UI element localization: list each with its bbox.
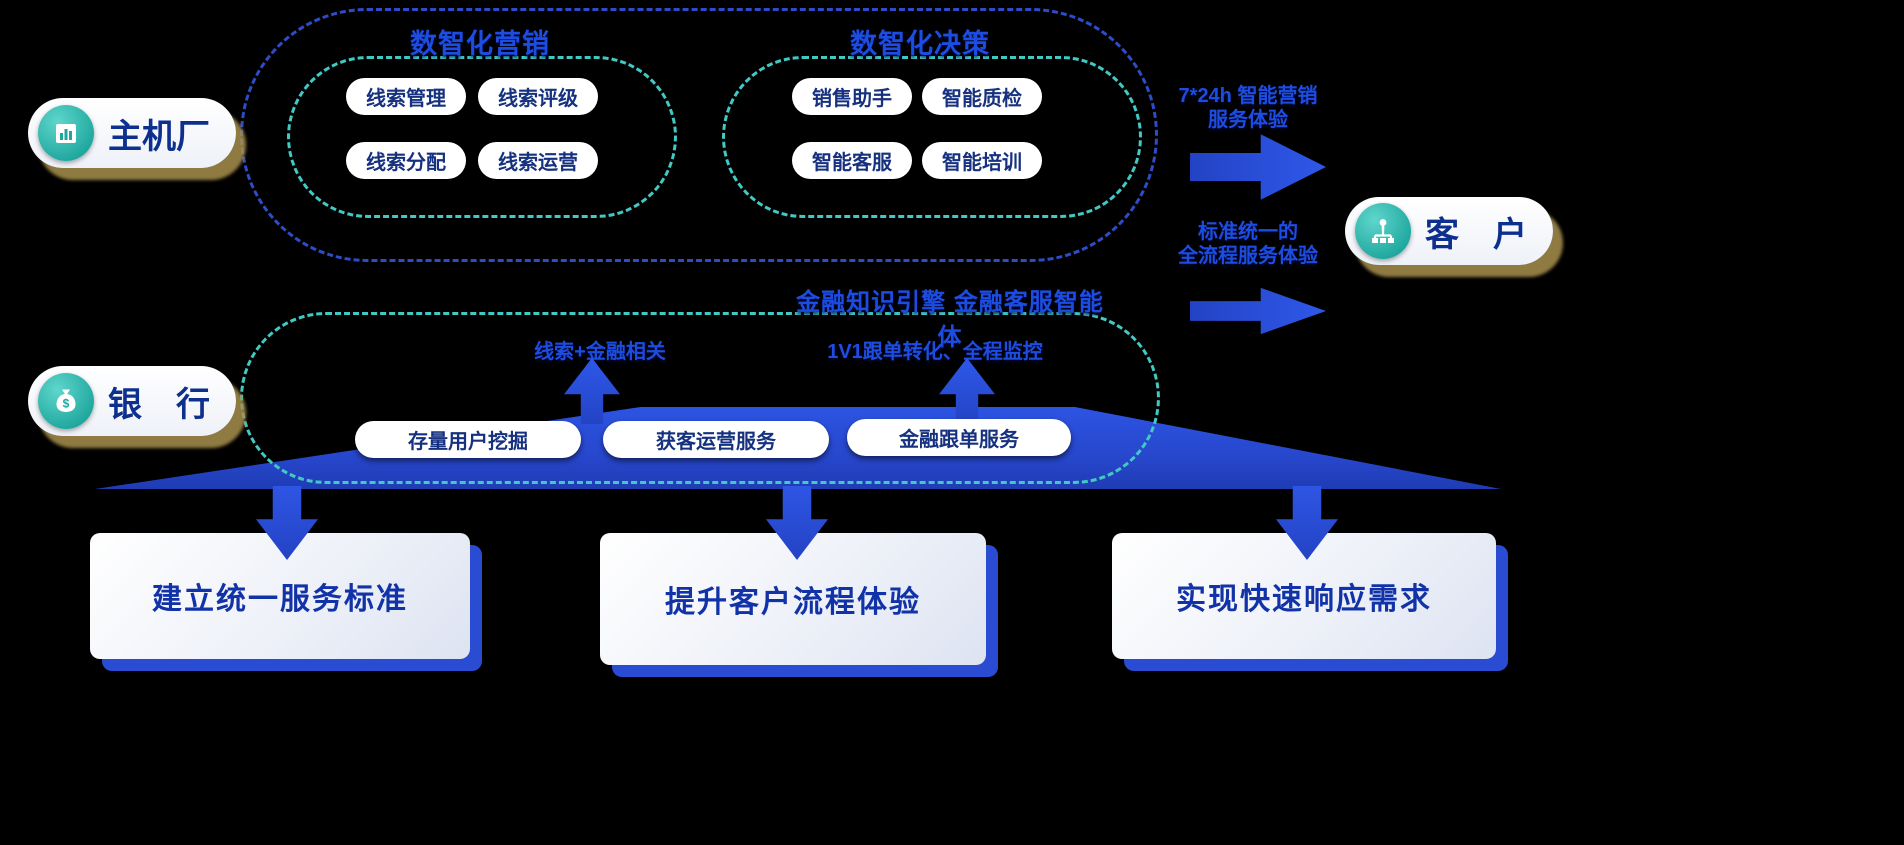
actor-bank-label: 银 行 — [108, 385, 210, 424]
actor-customer-label: 客 户 — [1425, 215, 1527, 254]
factory-icon — [38, 105, 94, 161]
finance-service: 获客运营服务 — [603, 421, 829, 458]
decision-item: 销售助手 — [792, 78, 912, 115]
outcome-box: 提升客户流程体验 — [600, 533, 986, 665]
flow-top-line2: 服务体验 — [1208, 109, 1288, 131]
svg-text:$: $ — [63, 397, 70, 411]
finance-left-label: 线索+金融相关 — [534, 341, 666, 363]
decision-group-title: 数智化决策 — [850, 29, 990, 59]
actor-oem-label: 主机厂 — [108, 117, 210, 156]
marketing-item: 线索管理 — [346, 78, 466, 115]
marketing-item: 线索运营 — [478, 142, 598, 179]
flow-top-line1: 7*24h 智能营销 — [1178, 85, 1318, 107]
oem-capability-frame — [240, 8, 1158, 262]
flow-top-label: 7*24h 智能营销 服务体验 — [1158, 84, 1338, 132]
actor-bank: $ 银 行 — [28, 366, 236, 436]
right-arrow-top — [1190, 134, 1326, 200]
right-arrow-bottom — [1190, 287, 1326, 335]
finance-service: 金融跟单服务 — [847, 419, 1071, 456]
decision-item: 智能质检 — [922, 78, 1042, 115]
decision-item: 智能培训 — [922, 142, 1042, 179]
finance-title: 金融知识引擎 金融客服智能体 — [796, 289, 1104, 351]
actor-oem: 主机厂 — [28, 98, 236, 168]
org-chart-icon — [1355, 203, 1411, 259]
marketing-group-title: 数智化营销 — [410, 29, 550, 59]
finance-frame — [240, 312, 1160, 484]
marketing-group-frame — [287, 56, 677, 218]
flow-bottom-line1: 标准统一的 — [1198, 221, 1298, 243]
decision-group-frame — [722, 56, 1142, 218]
marketing-item: 线索分配 — [346, 142, 466, 179]
money-bag-icon: $ — [38, 373, 94, 429]
finance-right-label: 1V1跟单转化、全程监控 — [827, 341, 1043, 363]
outcome-box: 建立统一服务标准 — [90, 533, 470, 659]
marketing-item: 线索评级 — [478, 78, 598, 115]
actor-customer: 客 户 — [1345, 197, 1553, 265]
flow-bottom-label: 标准统一的 全流程服务体验 — [1158, 220, 1338, 268]
decision-item: 智能客服 — [792, 142, 912, 179]
flow-bottom-line2: 全流程服务体验 — [1178, 245, 1318, 267]
finance-service: 存量用户挖掘 — [355, 421, 581, 458]
